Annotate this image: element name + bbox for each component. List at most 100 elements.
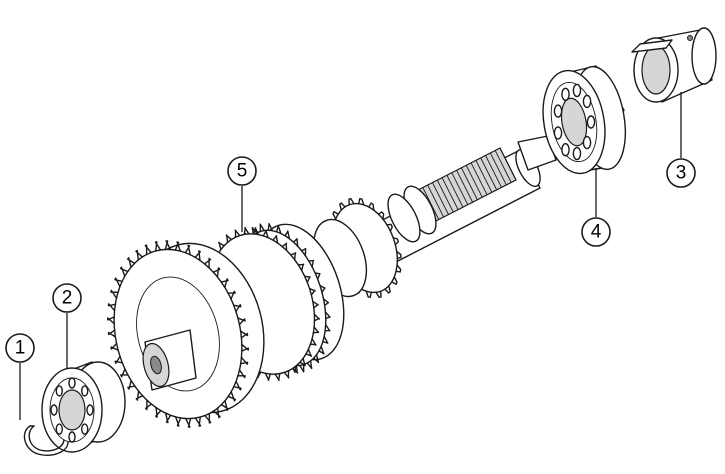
callout-2-label: 2	[62, 288, 73, 309]
bearing-ball	[553, 104, 563, 118]
gear-tooth	[392, 237, 399, 246]
spline-groove	[451, 172, 469, 205]
bearing-ball	[561, 143, 570, 157]
callout-2: 2	[52, 283, 82, 368]
gear-tooth	[120, 368, 129, 378]
gear-tooth	[114, 355, 124, 364]
spline-groove	[465, 165, 483, 198]
gear-tooth	[126, 257, 136, 268]
gear-tooth	[318, 345, 325, 355]
bearing-ball	[582, 135, 592, 150]
rear-bearing	[542, 65, 627, 175]
gear-tooth	[110, 289, 119, 299]
spline-groove	[475, 160, 493, 193]
gear-tooth	[358, 197, 365, 206]
gear-tooth	[135, 249, 144, 261]
gear-tooth	[194, 250, 201, 262]
bearing-ball	[86, 404, 94, 416]
gear-tooth	[110, 342, 119, 351]
spline-groove	[485, 155, 502, 188]
gear-tooth	[306, 360, 313, 370]
spline-groove	[489, 152, 507, 186]
gear-tooth	[234, 229, 241, 238]
gear-tooth	[322, 298, 330, 307]
callout-4: 4	[581, 168, 611, 247]
gear-tooth	[239, 356, 249, 365]
gear-tooth	[308, 287, 316, 296]
gear-tooth	[204, 412, 212, 424]
gear-tooth	[119, 266, 129, 277]
bearing-ball	[50, 404, 58, 416]
gear-tooth	[135, 390, 144, 401]
spline-groove	[436, 179, 454, 213]
gear-tooth	[348, 197, 355, 206]
gear-tooth	[174, 416, 182, 427]
gear-tooth	[395, 264, 402, 273]
gear-tooth	[324, 324, 331, 332]
spline-groove	[446, 174, 464, 208]
bearing-ball	[68, 377, 76, 389]
bearing-ball	[55, 423, 63, 435]
gear-tooth	[377, 211, 385, 220]
gear-tooth	[375, 290, 382, 299]
spline-groove	[480, 157, 498, 191]
gear-tooth	[107, 316, 115, 325]
gear-tooth	[107, 303, 117, 312]
gear-tooth	[391, 276, 398, 285]
gear-tooth	[127, 379, 136, 390]
gear-tooth	[339, 202, 346, 211]
gear-tooth	[184, 417, 192, 428]
gear-tooth	[220, 400, 230, 411]
shaft-spline-section	[417, 147, 517, 223]
gear-tooth	[239, 330, 249, 339]
callout-5: 5	[227, 156, 257, 232]
gear-tooth	[203, 257, 212, 269]
gear-tooth	[155, 406, 162, 418]
bearing-ball	[553, 126, 563, 140]
gear-tooth	[252, 227, 260, 236]
gear-tooth	[291, 364, 299, 374]
gear-tooth	[275, 225, 282, 235]
gear-tooth	[332, 211, 339, 220]
gear-tooth	[300, 247, 307, 257]
gear-tooth	[368, 202, 375, 211]
gear-tooth	[144, 244, 152, 256]
gear-tooth	[384, 285, 391, 294]
bearing-ball	[561, 87, 570, 101]
spline-groove	[456, 170, 473, 203]
front-bearing	[41, 361, 126, 453]
bearing-ball	[81, 385, 89, 397]
gear-tooth	[220, 278, 229, 289]
callout-1: 1	[5, 333, 35, 420]
gear-tooth	[241, 343, 249, 352]
gear-tooth	[237, 369, 246, 379]
gear-tooth	[313, 354, 320, 364]
gear-tooth	[324, 311, 331, 320]
gear-tooth	[107, 329, 117, 338]
gear-tooth	[174, 241, 182, 252]
gear-tooth	[212, 267, 221, 278]
gear-tooth	[312, 300, 319, 309]
spline-groove	[427, 184, 445, 218]
snap-ring	[23, 425, 69, 456]
gear-tooth	[212, 407, 221, 419]
gear-tooth	[281, 242, 288, 252]
spline-groove	[441, 177, 459, 210]
spline-groove	[432, 182, 449, 215]
bearing-ball	[55, 385, 63, 397]
gear-tooth	[232, 304, 242, 313]
callout-4-label: 4	[591, 222, 602, 243]
gear-tooth	[322, 335, 329, 344]
small-helical-gear	[312, 197, 402, 299]
spline-groove	[494, 150, 512, 183]
gear-tooth	[274, 372, 281, 381]
bearing-ball	[582, 94, 592, 109]
gear-tooth	[267, 222, 274, 232]
gear-tooth	[154, 241, 162, 252]
end-bushing	[631, 27, 717, 103]
callout-1-label: 1	[15, 338, 26, 359]
gear-tooth	[233, 380, 242, 391]
spline-groove	[470, 162, 488, 196]
spline-groove	[461, 167, 478, 200]
gear-tooth	[184, 244, 192, 256]
